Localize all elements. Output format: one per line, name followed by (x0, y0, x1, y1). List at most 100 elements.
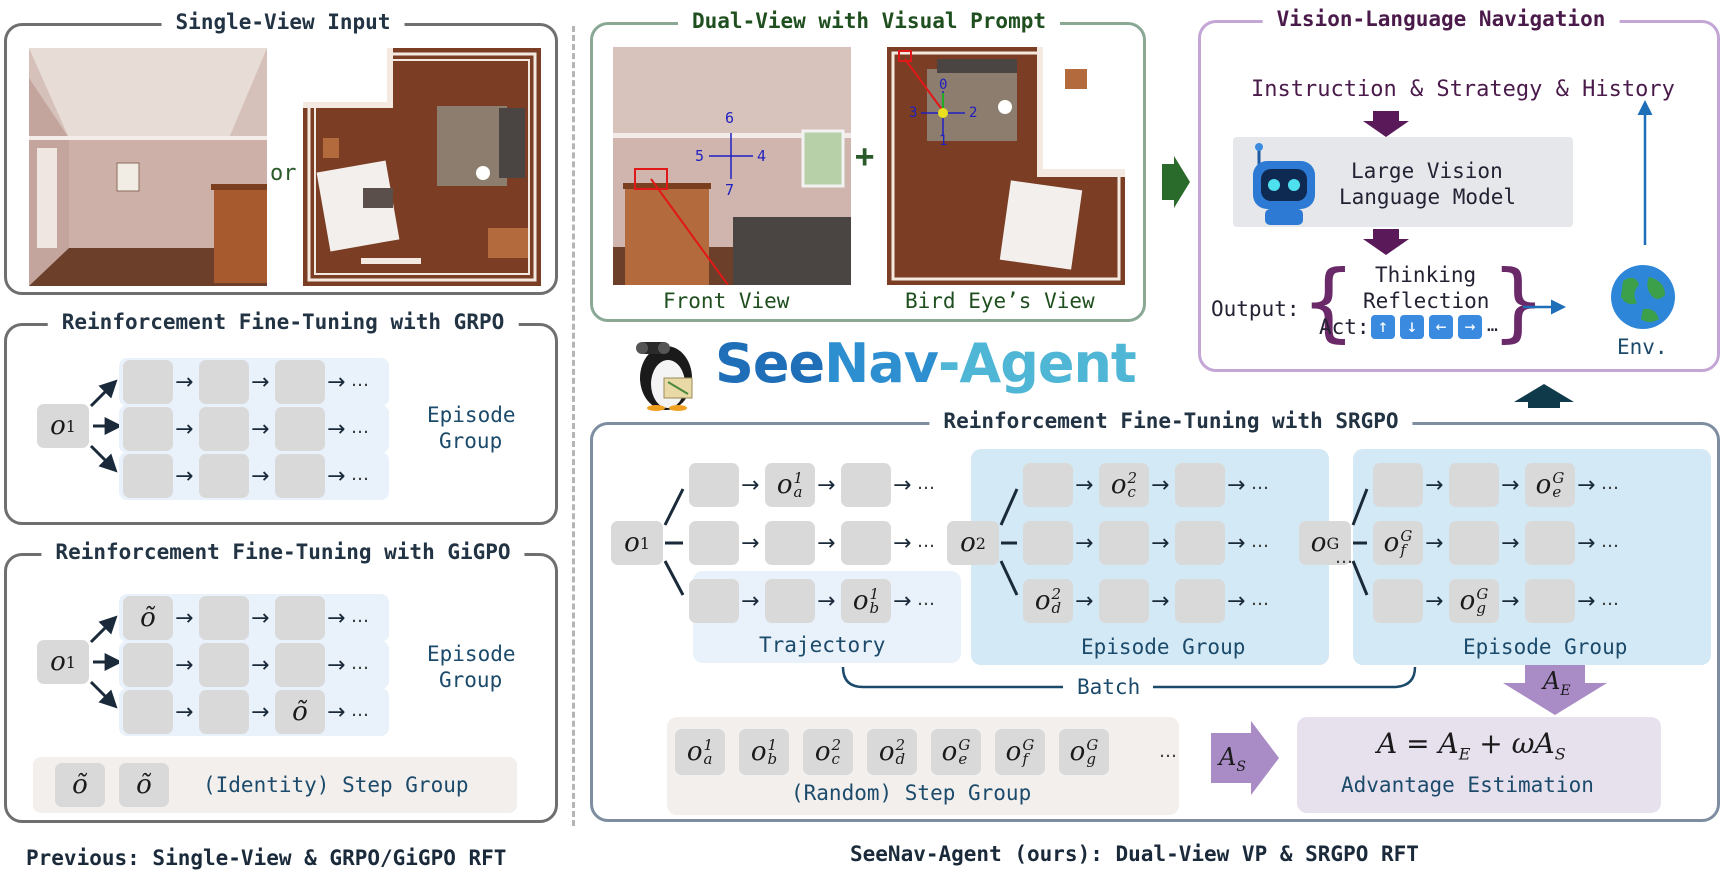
grpo-row-1-box-1 (199, 407, 249, 451)
instruction-text: Instruction & Strategy & History (1251, 77, 1675, 102)
grpo-row-1-dots: … (351, 417, 369, 438)
srgpo-branch-arrows-2 (1351, 488, 1369, 596)
act-icons: ↑ ↓ ← → … (1371, 315, 1498, 339)
grpo-row-2-box-0 (123, 454, 173, 498)
right-arrow-icon: → (1501, 589, 1520, 614)
right-arrow-icon: → (817, 473, 836, 498)
right-arrow-icon: → (327, 700, 346, 725)
right-arrow-icon: → (175, 464, 194, 489)
down-arrow-icon-2 (1363, 229, 1409, 255)
advantage-equation: A = AE + ωAS (1377, 727, 1566, 764)
front-num-6: 6 (725, 109, 735, 127)
act-up-icon: ↑ (1371, 315, 1395, 339)
right-arrow-icon: → (817, 531, 836, 556)
right-arrow-icon: → (327, 370, 346, 395)
gigpo-row-2-box-1 (199, 690, 249, 734)
right-arrow-icon: → (1425, 589, 1444, 614)
right-arrow-icon: → (1227, 531, 1246, 556)
grpo-row-1-box-2 (275, 407, 325, 451)
front-view-label: Front View (663, 289, 790, 313)
right-arrow-icon: → (327, 606, 346, 631)
act-dots: … (1487, 315, 1498, 336)
srgpo-g2-row-0-box-0 (1373, 463, 1423, 507)
right-arrow-icon: → (1151, 589, 1170, 614)
bird-num-3: 3 (909, 105, 918, 121)
front-view-image: 6 5 4 7 (613, 47, 851, 285)
srgpo-g1-row-0-box-0 (1023, 463, 1073, 507)
right-arrow-icon: → (1425, 473, 1444, 498)
right-arrow-icon: → (327, 464, 346, 489)
right-arrow-icon: → (1577, 473, 1596, 498)
right-arrow-icon: → (251, 653, 270, 678)
green-arrow-icon (1162, 156, 1190, 208)
right-arrow-icon: → (1227, 473, 1246, 498)
identity-chip-1: õ (55, 763, 105, 807)
srgpo-g0-row-2-box-1 (765, 579, 815, 623)
srgpo-branch-arrows-0 (663, 488, 685, 596)
bird-num-0: 0 (939, 77, 948, 93)
srgpo-g1-row-1-dots: … (1251, 531, 1269, 552)
right-arrow-icon: → (1075, 531, 1094, 556)
right-arrow-icon: → (175, 653, 194, 678)
right-caption: SeeNav-Agent (ours): Dual-View VP & SRGP… (850, 842, 1419, 866)
grpo-episode-label-1: Episode (427, 403, 516, 427)
ae-arrow-icon (1503, 665, 1607, 715)
episode-group-label-2: Episode Group (1081, 635, 1246, 659)
grpo-row-0-box-1 (199, 360, 249, 404)
front-num-4: 4 (757, 147, 767, 165)
srgpo-title: Reinforcement Fine-Tuning with SRGPO (929, 409, 1413, 433)
act-text: Act: (1319, 315, 1370, 339)
grpo-episode-label-2: Group (439, 429, 503, 453)
random-step-group-label: (Random) Step Group (791, 781, 1032, 805)
srgpo-g1-row-2-dots: … (1251, 589, 1269, 610)
trajectory-label: Trajectory (759, 633, 886, 657)
right-arrow-icon: → (175, 700, 194, 725)
gigpo-title: Reinforcement Fine-Tuning with GiGPO (41, 540, 525, 564)
srgpo-g0-row-2-dots: … (917, 589, 935, 610)
env-label: Env. (1617, 335, 1668, 359)
right-brace: } (1491, 252, 1546, 352)
srgpo-g1-row-0-box-2 (1175, 463, 1225, 507)
right-arrow-icon: → (251, 700, 270, 725)
front-num-7: 7 (725, 181, 735, 199)
left-brace: { (1301, 252, 1356, 352)
right-arrow-icon: → (251, 370, 270, 395)
logo-see: See (715, 332, 825, 395)
gigpo-row-2-dots: … (351, 700, 369, 721)
srgpo-g2-row-1-box-2 (1525, 521, 1575, 565)
srgpo-g0-row-1-dots: … (917, 531, 935, 552)
as-arrow-icon (1211, 721, 1279, 795)
advantage-label: Advantage Estimation (1341, 773, 1594, 797)
right-arrow-icon: → (251, 417, 270, 442)
logo-nav: Nav (824, 332, 939, 395)
gigpo-row-1-box-0 (123, 643, 173, 687)
right-arrow-icon: → (251, 606, 270, 631)
srgpo-g0-row-2-box-0 (689, 579, 739, 623)
srgpo-g1-row-2-box-2 (1175, 579, 1225, 623)
logo-agent: -Agent (937, 332, 1137, 395)
srgpo-g0-row-1-box-2 (841, 521, 891, 565)
grpo-row-2-box-1 (199, 454, 249, 498)
grpo-arrows (89, 379, 123, 473)
robot-icon (1249, 139, 1319, 225)
right-arrow-icon: → (741, 531, 760, 556)
vln-title: Vision-Language Navigation (1262, 7, 1620, 31)
dual-view-title: Dual-View with Visual Prompt (677, 9, 1061, 33)
srgpo-g2-row-1-dots: … (1601, 531, 1619, 552)
episode-group-label-G: Episode Group (1463, 635, 1628, 659)
identity-step-group-label: (Identity) Step Group (203, 773, 469, 797)
gigpo-episode-label-2: Group (439, 668, 503, 692)
right-arrow-icon: → (327, 417, 346, 442)
